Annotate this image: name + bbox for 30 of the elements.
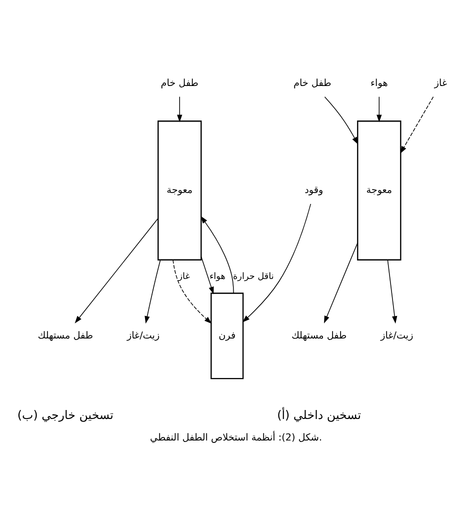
- arrow: [172, 259, 212, 324]
- edge-label: غاز: [178, 271, 190, 282]
- arrow: [200, 216, 234, 293]
- arrow: [242, 203, 312, 322]
- node-box: فرن: [210, 292, 244, 379]
- arrow: [400, 96, 434, 154]
- node-box: معوجة: [158, 120, 202, 260]
- arrow: [74, 218, 158, 323]
- node-text: طفل خام: [294, 77, 332, 88]
- arrow: [144, 259, 161, 324]
- node-text: غاز: [434, 77, 448, 88]
- arrow: [324, 96, 358, 144]
- caption: شكل (2): أنظمة استخلاص الطفل النفطي.: [150, 432, 322, 443]
- arrow: [200, 256, 214, 294]
- label: (ب) تسخين خارجي: [17, 408, 114, 422]
- edge-label: هواء: [209, 271, 226, 282]
- node-text: زيت/غاز: [126, 330, 160, 341]
- node-text: زيت/غاز: [380, 330, 414, 341]
- node-box: معوجة: [357, 120, 402, 260]
- node-text: وقود: [304, 184, 324, 196]
- arrow: [177, 96, 182, 122]
- node-text: طفل مستهلك: [38, 330, 94, 341]
- label: (أ) تسخين داخلي: [277, 408, 362, 422]
- node-text: طفل خام: [160, 77, 198, 88]
- arrow: [376, 96, 382, 122]
- arrow: [387, 259, 398, 324]
- node-text: هواء: [370, 77, 388, 88]
- node-text: طفل مستهلك: [291, 330, 347, 341]
- edge-label: ناقل حرارة: [233, 271, 274, 282]
- arrow: [324, 242, 358, 323]
